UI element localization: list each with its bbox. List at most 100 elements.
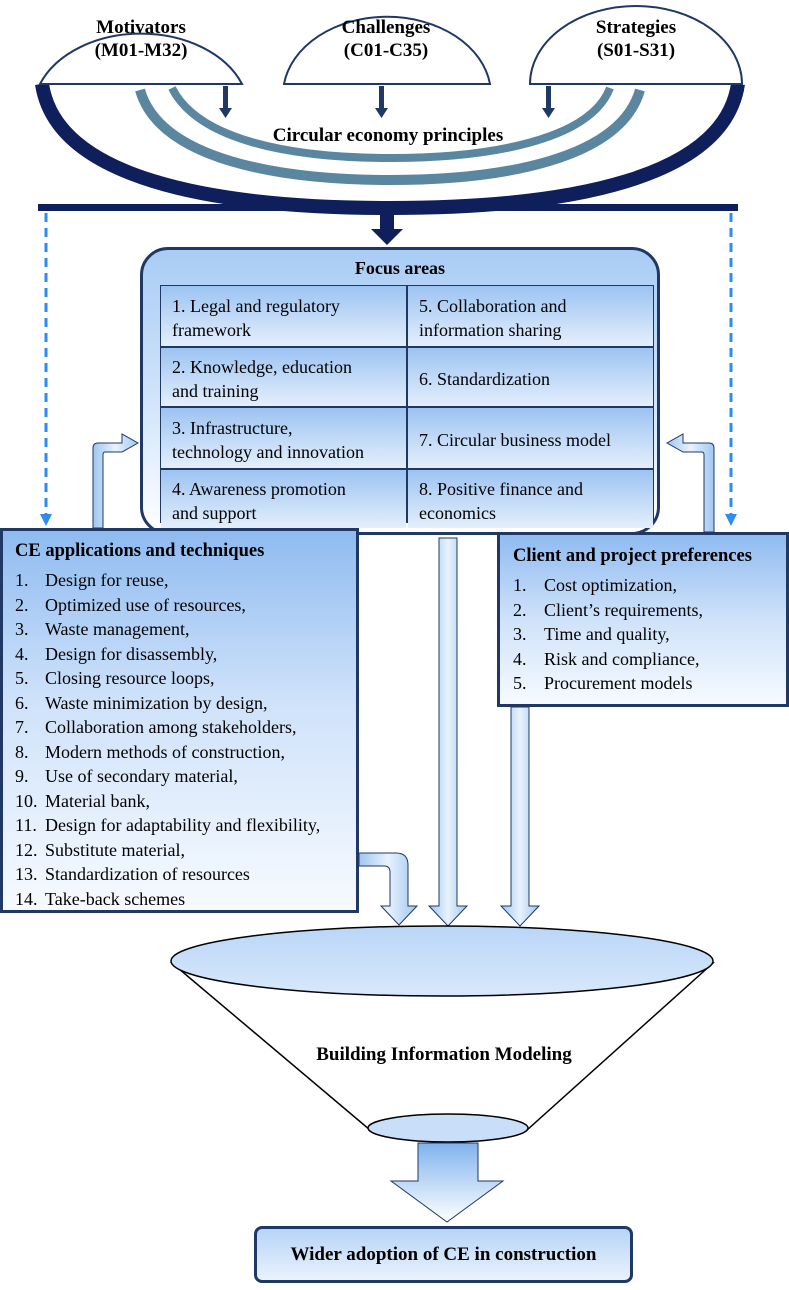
- item-text: Procurement models: [544, 673, 693, 693]
- down-arrow-client-to-bim: [499, 706, 541, 927]
- focus-area-8-line1: 8. Positive finance and: [419, 479, 583, 499]
- bent-arrow-ce-to-bim: [358, 852, 419, 926]
- challenges-name: Challenges: [342, 17, 431, 38]
- focus-area-2-line1: 2. Knowledge, education: [172, 357, 352, 377]
- focus-area-7: 7. Circular business model: [408, 408, 653, 468]
- list-item: 5. Procurement models: [513, 671, 703, 696]
- list-item: 4. Design for disassembly,: [15, 642, 320, 667]
- focus-area-1: 1. Legal and regulatory framework: [161, 286, 406, 346]
- list-item: 3.Waste management,: [15, 617, 320, 642]
- item-text: Optimized use of resources,: [45, 594, 246, 615]
- challenges-semicircle: [282, 15, 492, 85]
- item-number: 1.: [513, 575, 527, 595]
- list-item: 4. Risk and compliance,: [513, 647, 703, 672]
- item-number: 3.: [513, 624, 527, 644]
- item-number: 12.: [15, 839, 38, 860]
- outcome-box: Wider adoption of CE in construction: [254, 1226, 633, 1283]
- motivators-name: Motivators: [96, 17, 186, 38]
- item-text: Design for adaptability and flexibility,: [45, 815, 321, 835]
- item-text: Cost optimization,: [544, 575, 677, 595]
- motivators-semicircle: [38, 32, 244, 85]
- item-text: Risk and compliance,: [544, 648, 700, 669]
- list-item: 9. Use of secondary material,: [15, 764, 320, 789]
- down-arrow-focus-to-bim: [427, 537, 469, 927]
- focus-area-3-line1: 3. Infrastructure,: [172, 418, 293, 438]
- bent-arrow-right: [665, 433, 715, 533]
- list-item: 12.Substitute material,: [15, 838, 320, 863]
- item-text: Client’s requirements,: [544, 599, 703, 620]
- arrow-down-to-focus: [371, 211, 403, 245]
- list-item: 7. Collaboration among stakeholders,: [15, 715, 320, 740]
- item-number: 14.: [15, 888, 38, 909]
- client-preferences-list: 1. Cost optimization, 2.Client’s requirem…: [513, 573, 703, 696]
- strategies-code: (S01-S31): [597, 40, 675, 61]
- dashed-arrowhead-left: [40, 514, 52, 526]
- item-number: 7.: [15, 717, 29, 737]
- list-item: 3.Time and quality,: [513, 622, 703, 647]
- focus-areas-panel: Focus areas 1. Legal and regulatory frame…: [140, 247, 660, 535]
- item-number: 10.: [15, 790, 38, 811]
- item-number: 5.: [513, 673, 527, 693]
- principles-label: Circular economy principles: [273, 125, 503, 146]
- list-item: 1. Cost optimization,: [513, 573, 703, 598]
- focus-area-4: 4. Awareness promotion and support: [161, 470, 406, 528]
- item-text: Design for reuse,: [45, 570, 169, 590]
- light-arc-2: [168, 86, 614, 163]
- strategies-semicircle: [528, 5, 744, 85]
- focus-area-6-line1: 6. Standardization: [419, 369, 550, 389]
- list-item: 2. Optimized use of resources,: [15, 593, 320, 618]
- item-number: 4.: [513, 648, 527, 669]
- funnel-top-ellipse: [170, 925, 714, 997]
- client-preferences-title: Client and project preferences: [513, 546, 752, 566]
- item-text: Use of secondary material,: [45, 766, 238, 786]
- item-number: 9.: [15, 766, 29, 786]
- client-preferences-panel: Client and project preferences 1. Cost op…: [497, 532, 789, 707]
- item-text: Design for disassembly,: [45, 643, 218, 664]
- focus-area-8-line2: economics: [419, 503, 496, 523]
- list-item: 11.Design for adaptability and flexibili…: [15, 813, 320, 838]
- item-number: 8.: [15, 741, 29, 762]
- list-item: 14. Take-back schemes: [15, 887, 320, 912]
- focus-area-4-line2: and support: [172, 503, 257, 523]
- item-number: 4.: [15, 643, 29, 664]
- principles-bar: [38, 204, 738, 211]
- arrow-down-strategies: [542, 86, 555, 118]
- focus-areas-grid: 1. Legal and regulatory framework 5. Coll…: [160, 285, 654, 528]
- item-number: 1.: [15, 570, 29, 590]
- item-text: Collaboration among stakeholders,: [45, 717, 297, 737]
- focus-area-7-line1: 7. Circular business model: [419, 430, 611, 450]
- list-item: 1. Design for reuse,: [15, 568, 320, 593]
- item-number: 2.: [15, 594, 29, 615]
- ce-applications-title: CE applications and techniques: [15, 541, 265, 561]
- item-text: Waste management,: [45, 619, 190, 639]
- focus-area-6: 6. Standardization: [408, 348, 653, 406]
- item-text: Standardization of resources: [45, 864, 250, 884]
- focus-area-1-line1: 1. Legal and regulatory: [172, 296, 340, 316]
- motivators-code: (M01-M32): [95, 40, 188, 61]
- item-text: Waste minimization by design,: [45, 692, 268, 713]
- focus-areas-title: Focus areas: [354, 258, 446, 278]
- bim-label: Building Information Modeling: [316, 1044, 572, 1065]
- focus-area-1-line2: framework: [172, 320, 251, 340]
- item-text: Take-back schemes: [45, 888, 186, 909]
- ce-applications-list: 1. Design for reuse, 2. Optimized use of r…: [15, 568, 320, 911]
- outcome-label: Wider adoption of CE in construction: [290, 1243, 597, 1265]
- input-down-arrows: [219, 86, 555, 118]
- arrow-down-challenges: [375, 86, 388, 118]
- focus-area-8: 8. Positive finance and economics: [408, 470, 653, 528]
- list-item: 2.Client’s requirements,: [513, 598, 703, 623]
- focus-area-3-line2: technology and innovation: [172, 442, 364, 462]
- item-text: Modern methods of construction,: [45, 741, 285, 762]
- dashed-arrowhead-right: [725, 514, 737, 526]
- arrow-down-to-outcome: [389, 1142, 505, 1223]
- list-item: 13. Standardization of resources: [15, 862, 320, 887]
- focus-area-4-line1: 4. Awareness promotion: [172, 479, 346, 499]
- item-number: 13.: [15, 864, 38, 884]
- funnel-bottom-ellipse: [367, 1113, 529, 1143]
- focus-area-5-line2: information sharing: [419, 320, 562, 340]
- list-item: 5.Closing resource loops,: [15, 666, 320, 691]
- list-item: 10.Material bank,: [15, 789, 320, 814]
